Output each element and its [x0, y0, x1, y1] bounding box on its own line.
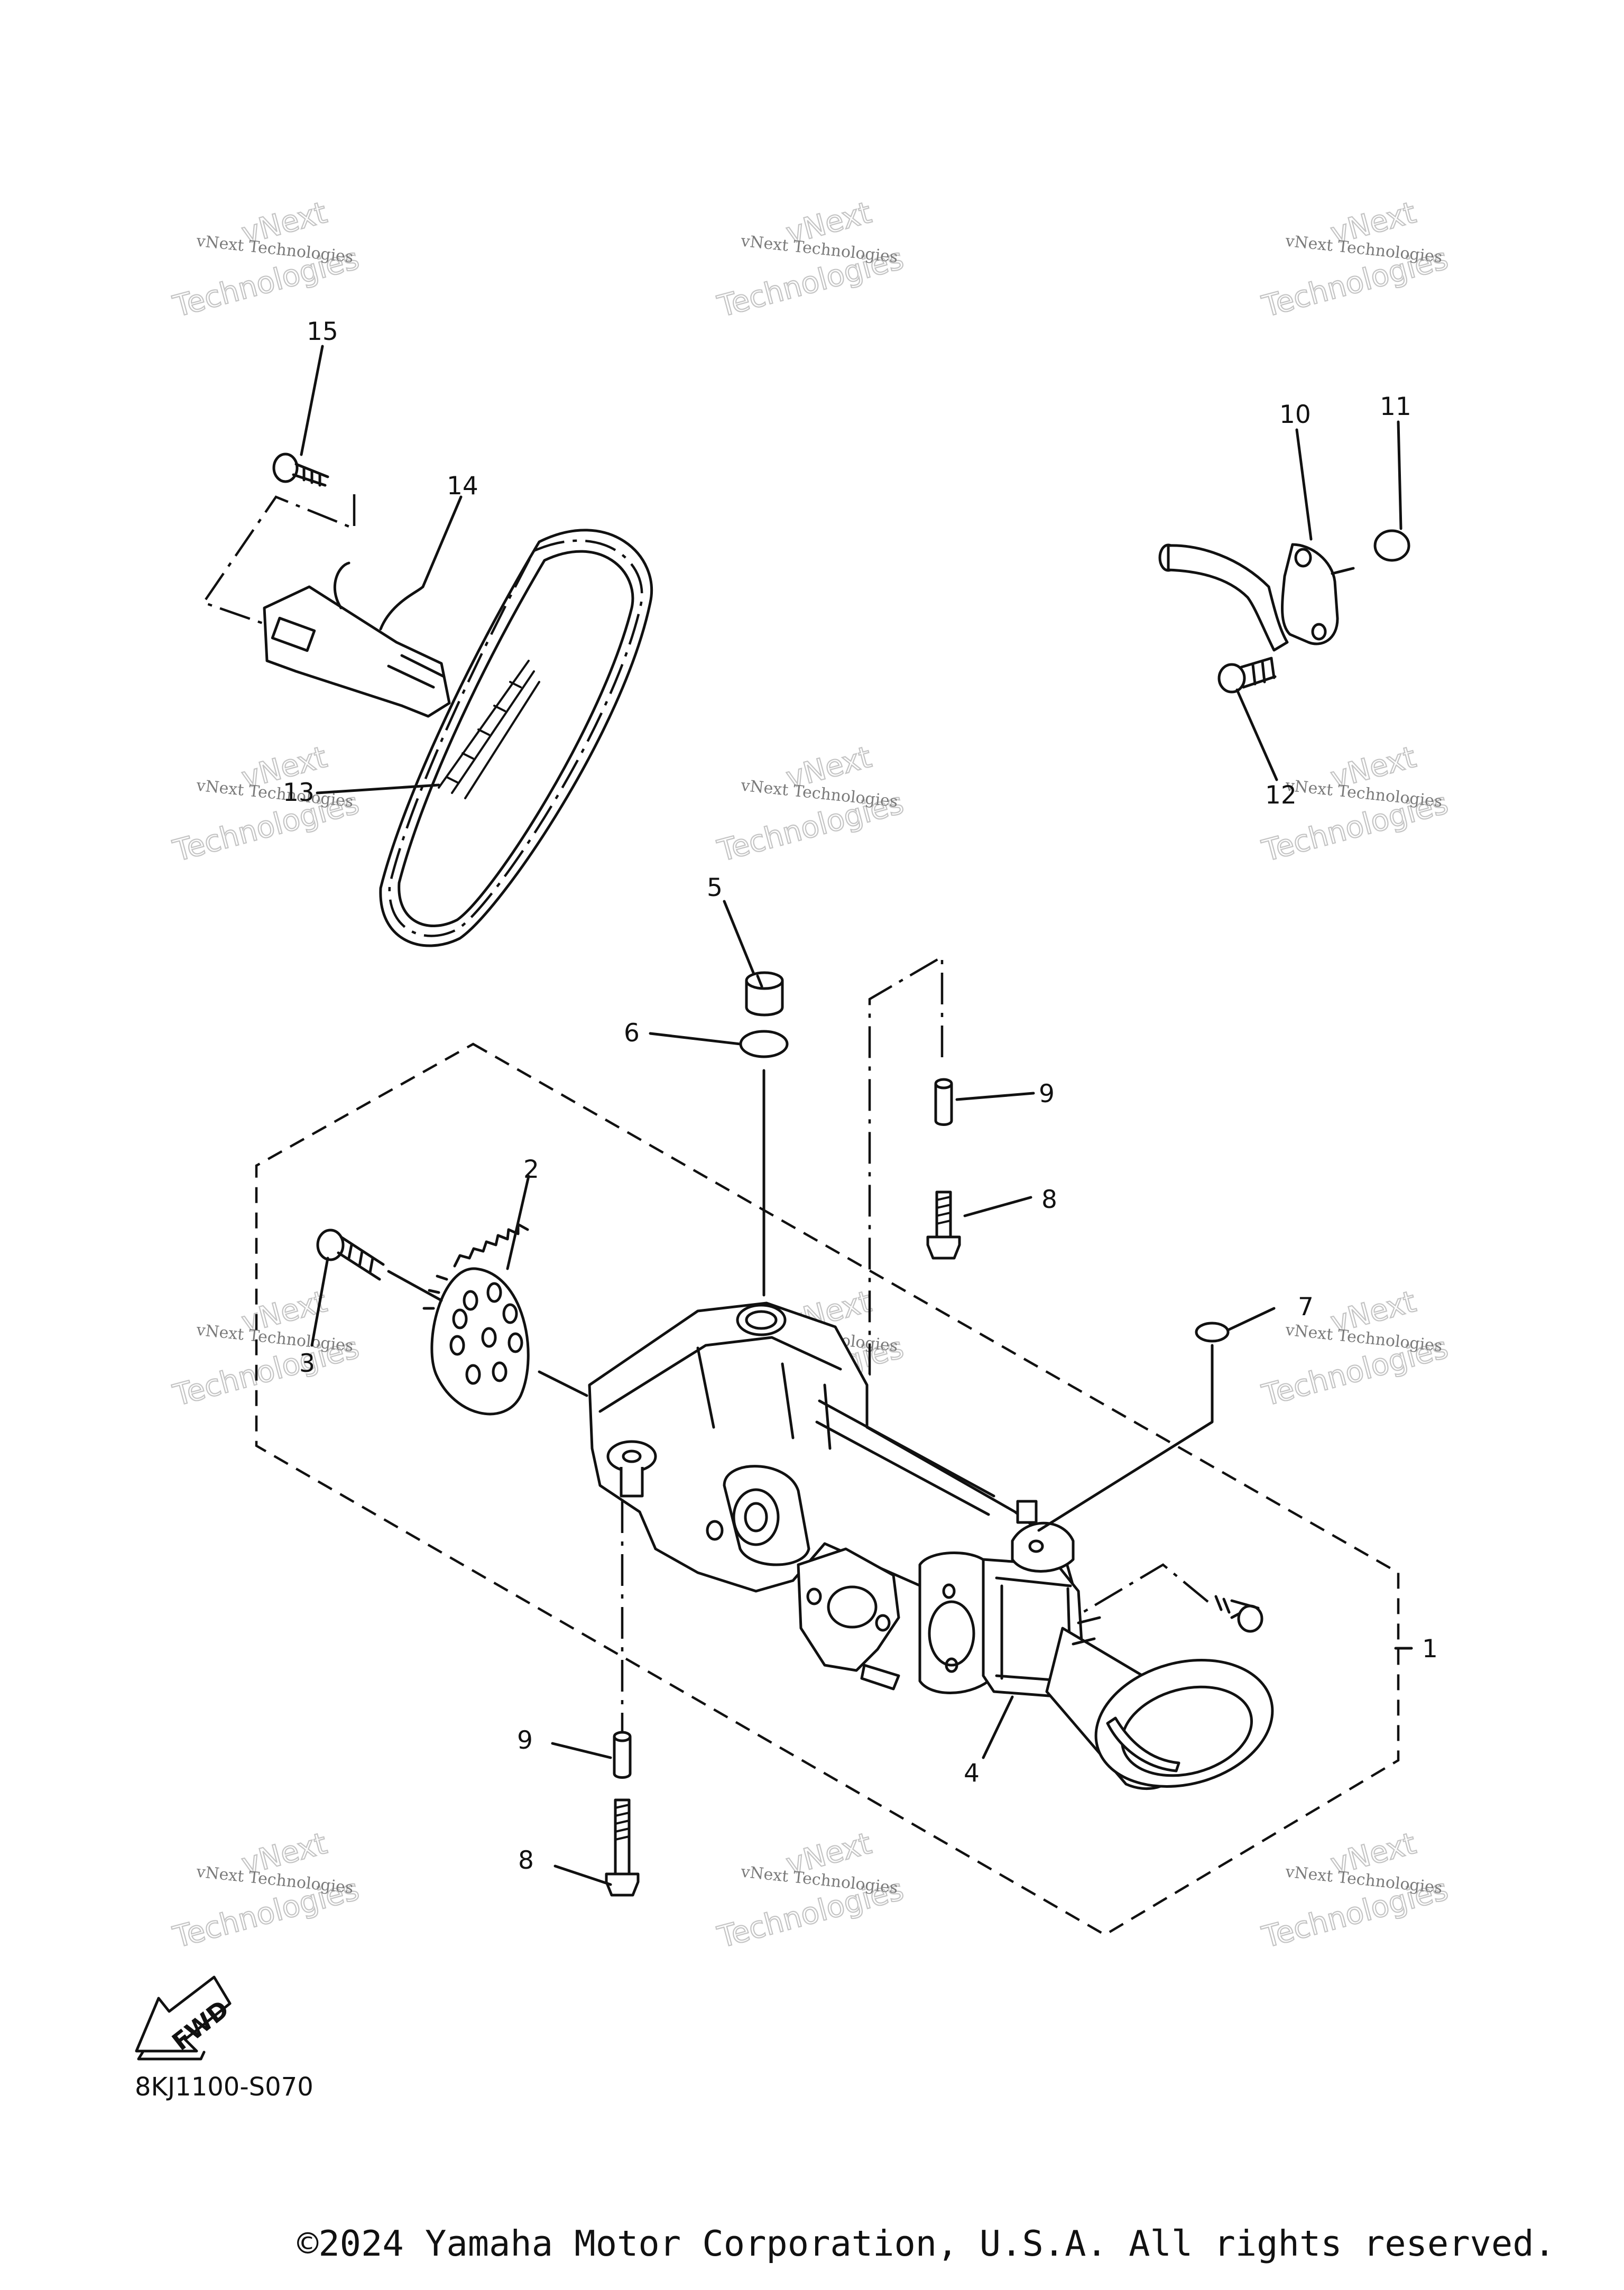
callout-labels: 1 2 3 4 5 6 7 8 8 9 9 10 11 12 13 14 15 [283, 317, 1438, 1875]
flange-bolt-upper [926, 1190, 961, 1260]
callout-7: 7 [1298, 1292, 1314, 1322]
oil-pipe-part [1158, 543, 1355, 652]
callout-9-lower: 9 [517, 1726, 533, 1755]
callout-12: 12 [1265, 781, 1297, 810]
oil-pump-assembly-part [588, 1301, 1274, 1790]
o-ring-part [739, 1030, 789, 1058]
pump-sprocket-part [422, 1223, 530, 1416]
oil-pipe-bolt [1217, 657, 1277, 694]
chain-guide-part [263, 561, 451, 718]
watermark: Technologies vNext vNext Technologies [1258, 1284, 1452, 1414]
callout-5: 5 [707, 873, 723, 902]
callout-10: 10 [1279, 400, 1311, 429]
flange-bolt-lower [605, 1798, 640, 1897]
sprocket-bolt-part [316, 1229, 385, 1281]
chain-guide-bolt [272, 453, 329, 487]
callout-9-upper: 9 [1039, 1079, 1055, 1109]
callout-11: 11 [1380, 392, 1411, 421]
strainer-bolt-leader [1077, 1563, 1209, 1616]
fwd-arrow-icon: FWD [135, 1975, 234, 2061]
collar-part [745, 971, 784, 1017]
callout-8-lower: 8 [518, 1846, 534, 1875]
dowel-pin-upper [934, 1078, 953, 1126]
callout-13: 13 [283, 778, 315, 807]
callout-14: 14 [447, 472, 478, 501]
strainer-bolt [1214, 1595, 1263, 1633]
diagram-code: 8KJ1100-S070 [135, 2072, 313, 2102]
upper-pin-leader-bracket [832, 955, 944, 1397]
watermark: Technologies vNext vNext Technologies [169, 1826, 363, 1956]
watermark: Technologies vNext vNext Technologies [714, 740, 908, 870]
copyright-notice: ©2024 Yamaha Motor Corporation, U.S.A. A… [297, 2223, 1555, 2264]
sprocket-to-pump-line [538, 1370, 588, 1397]
callout-1: 1 [1422, 1635, 1438, 1664]
watermark: Technologies vNext vNext Technologies [169, 740, 363, 870]
watermark: Technologies vNext vNext Technologies [1258, 1826, 1452, 1956]
cam-chain-part [379, 529, 653, 947]
callout-6: 6 [624, 1019, 640, 1048]
callout-4: 4 [964, 1759, 980, 1788]
watermark: Technologies vNext vNext Technologies [1258, 195, 1452, 325]
o-ring-small-part [1195, 1322, 1230, 1343]
assembly-boundary [255, 1042, 1400, 1936]
callout-8-upper: 8 [1041, 1185, 1057, 1214]
o-ring-small-leader [1037, 1344, 1214, 1532]
oil-pipe-o-ring [1373, 529, 1410, 562]
sprocket-axis-line [387, 1270, 443, 1302]
callout-15: 15 [307, 317, 338, 346]
watermark: Technologies vNext vNext Technologies [714, 1826, 908, 1956]
dowel-pin-lower [613, 1731, 632, 1779]
bolt-leader-bracket [201, 494, 356, 625]
watermark: Technologies vNext vNext Technologies [169, 1284, 363, 1414]
callout-3: 3 [299, 1349, 315, 1378]
callout-leaders [300, 345, 1413, 1886]
watermark: Technologies vNext vNext Technologies [169, 195, 363, 325]
callout-2: 2 [523, 1155, 539, 1184]
watermark: Technologies vNext vNext Technologies [714, 195, 908, 325]
